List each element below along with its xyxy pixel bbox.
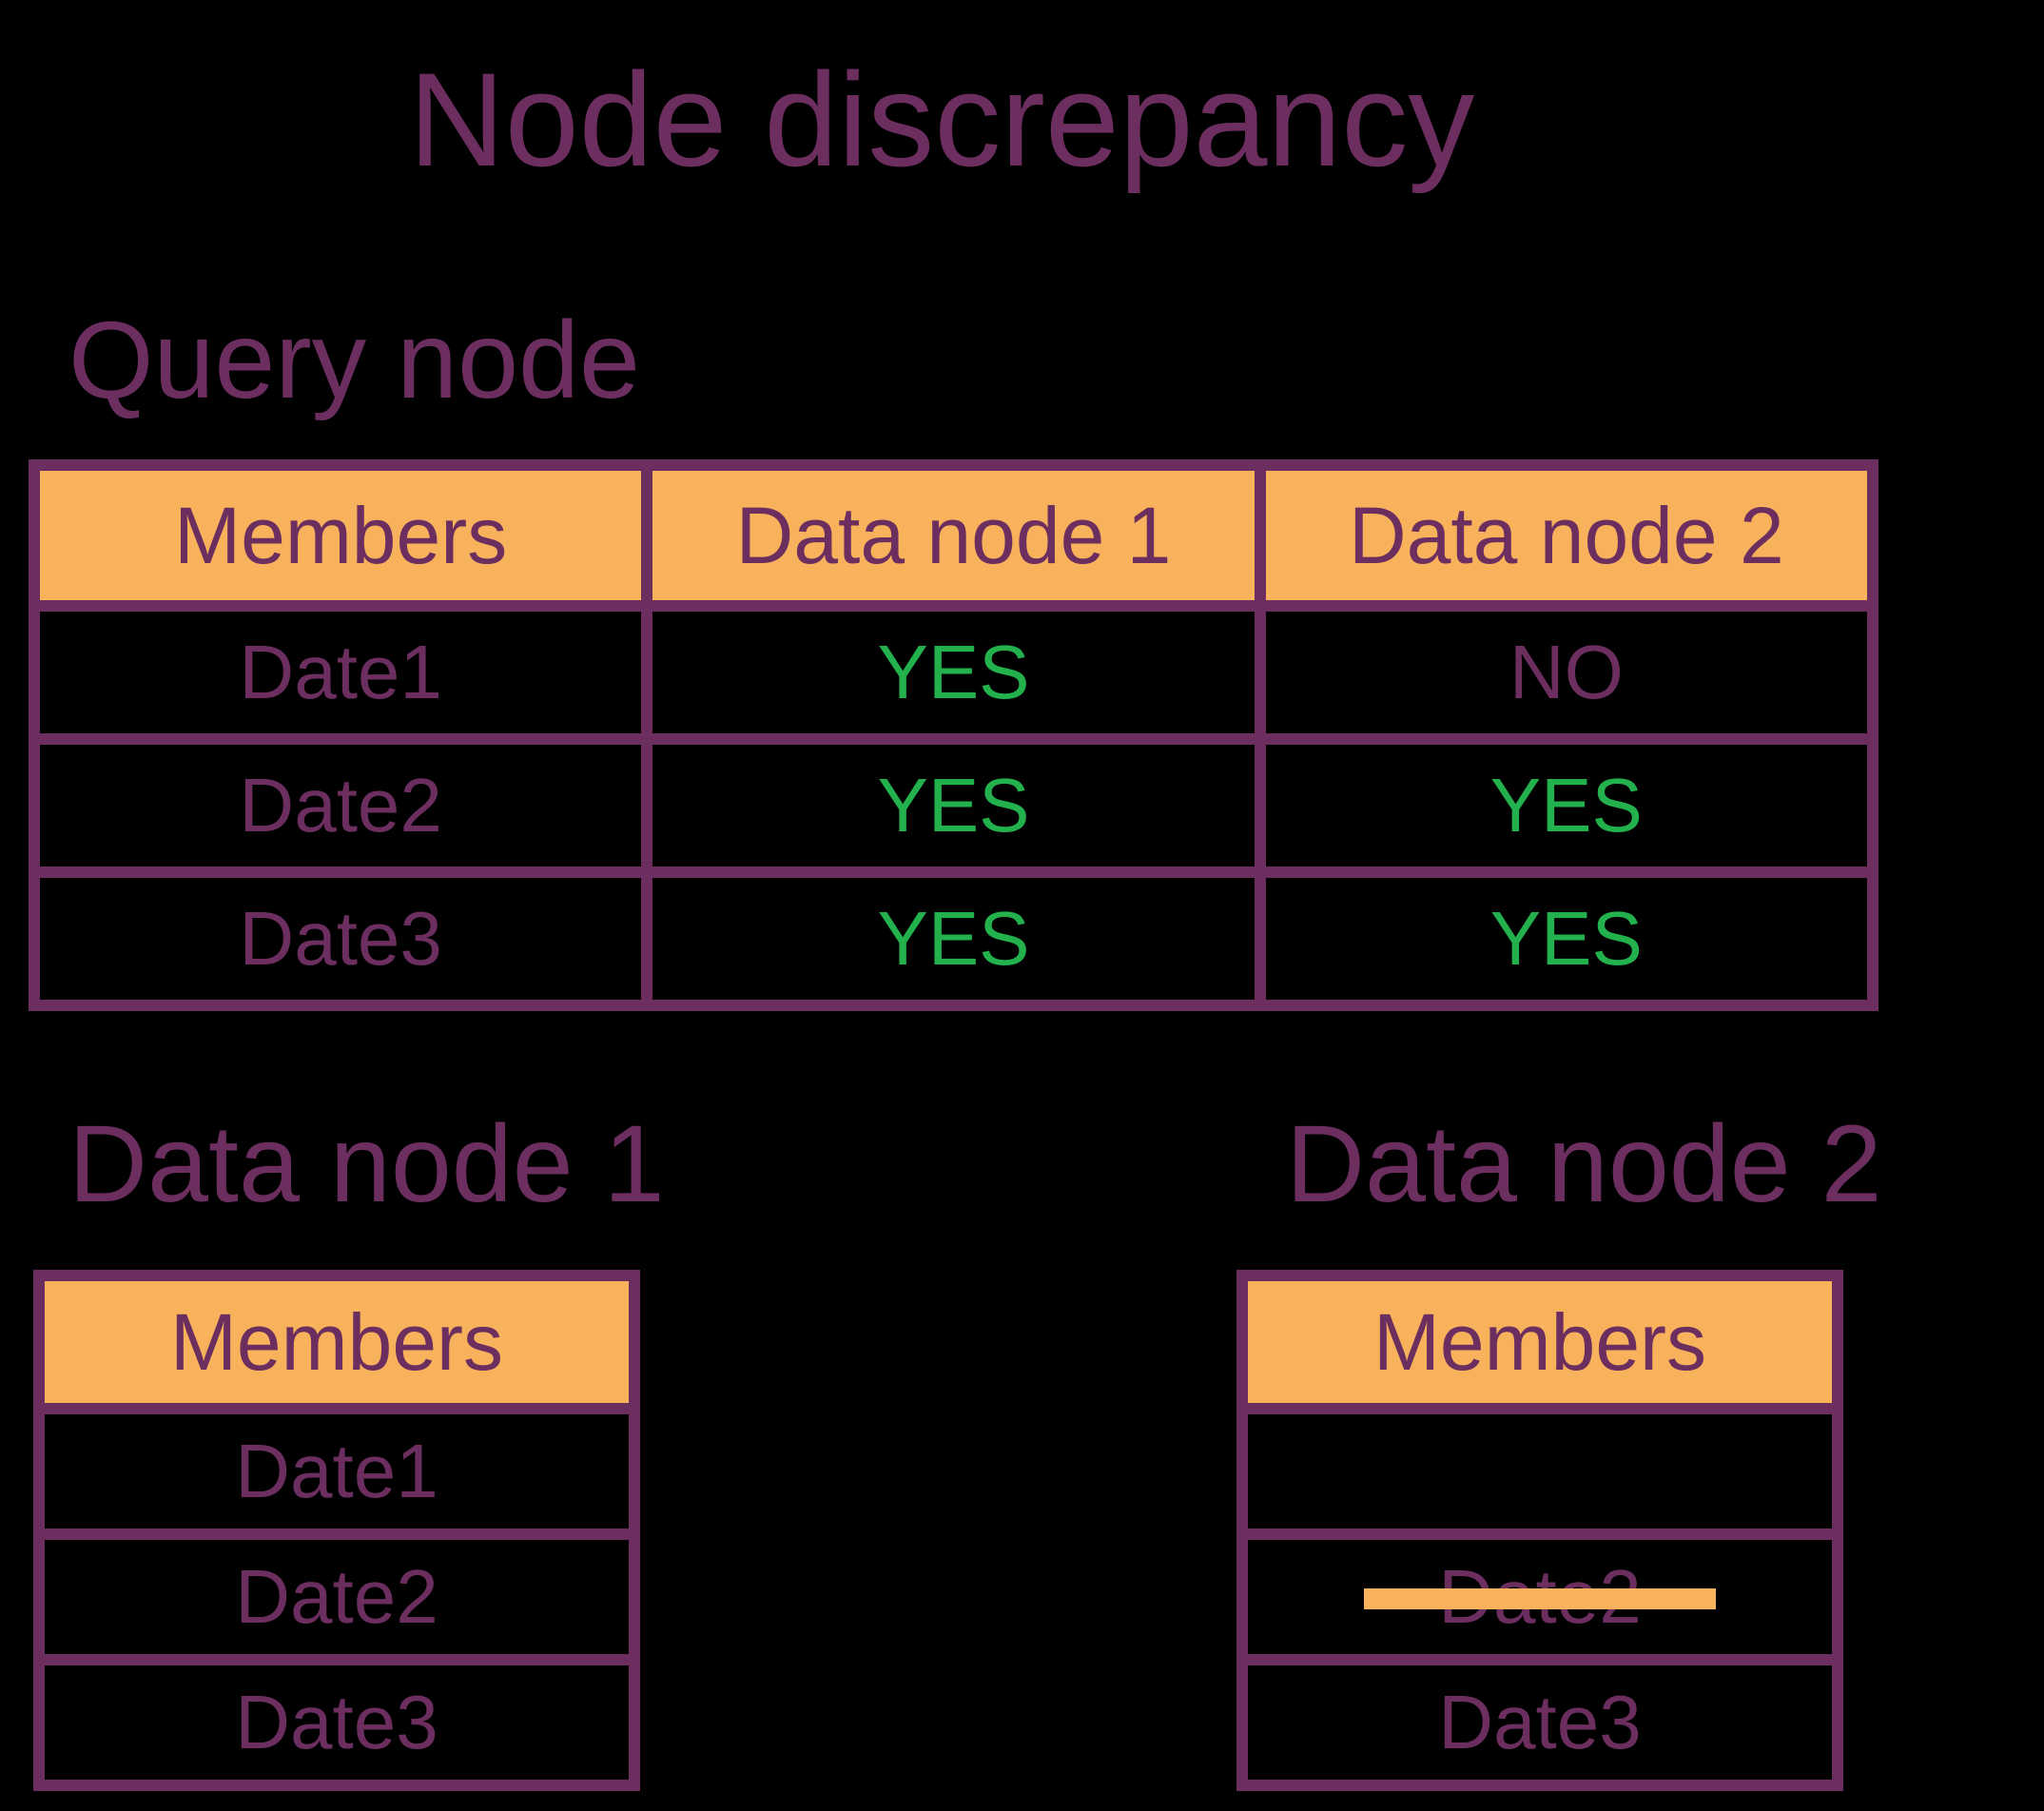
status-cell-node1: YES bbox=[641, 867, 1266, 1011]
data-node-2-table: Members Date2 Date3 bbox=[1236, 1270, 1843, 1791]
table-row: Date1 bbox=[33, 1403, 640, 1540]
query-table-row-date3: Date3 YES YES bbox=[28, 867, 1879, 1011]
member-cell: Date3 bbox=[28, 867, 653, 1011]
query-table-row-date1: Date1 YES NO bbox=[28, 600, 1879, 745]
page-title: Node discrepancy bbox=[408, 45, 1475, 194]
column-header-data-node-2: Data node 2 bbox=[1254, 459, 1879, 612]
data-node-2-heading: Data node 2 bbox=[1286, 1103, 1882, 1225]
status-cell-node2: NO bbox=[1254, 600, 1879, 745]
table-row: Date3 bbox=[33, 1654, 640, 1791]
member-cell-struck: Date2 bbox=[1236, 1529, 1843, 1665]
query-node-table: Members Data node 1 Data node 2 Date1 YE… bbox=[28, 459, 1879, 1011]
status-cell-node1: YES bbox=[641, 733, 1266, 878]
column-header-members: Members bbox=[1236, 1270, 1843, 1414]
query-table-row-date2: Date2 YES YES bbox=[28, 733, 1879, 878]
data-node-1-heading: Data node 1 bbox=[68, 1103, 665, 1225]
data-node-1-table: Members Date1 Date2 Date3 bbox=[33, 1270, 640, 1791]
member-cell: Date3 bbox=[1236, 1654, 1843, 1791]
query-node-heading: Query node bbox=[68, 300, 640, 421]
member-cell: Date1 bbox=[33, 1403, 640, 1540]
member-cell: Date2 bbox=[33, 1529, 640, 1665]
data-node-2-header-row: Members bbox=[1236, 1270, 1843, 1414]
column-header-members: Members bbox=[28, 459, 653, 612]
column-header-data-node-1: Data node 1 bbox=[641, 459, 1266, 612]
member-cell: Date2 bbox=[28, 733, 653, 878]
status-cell-node2: YES bbox=[1254, 867, 1879, 1011]
table-row-empty bbox=[1236, 1403, 1843, 1540]
member-cell: Date3 bbox=[33, 1654, 640, 1791]
table-row: Date3 bbox=[1236, 1654, 1843, 1791]
table-row: Date2 bbox=[33, 1529, 640, 1665]
status-cell-node2: YES bbox=[1254, 733, 1879, 878]
column-header-members: Members bbox=[33, 1270, 640, 1414]
status-cell-node1: YES bbox=[641, 600, 1266, 745]
strikethrough-text: Date2 bbox=[1438, 1554, 1642, 1639]
member-cell: Date1 bbox=[28, 600, 653, 745]
member-cell-empty bbox=[1236, 1403, 1843, 1540]
query-table-header-row: Members Data node 1 Data node 2 bbox=[28, 459, 1879, 612]
table-row-struck: Date2 bbox=[1236, 1529, 1843, 1665]
data-node-1-header-row: Members bbox=[33, 1270, 640, 1414]
